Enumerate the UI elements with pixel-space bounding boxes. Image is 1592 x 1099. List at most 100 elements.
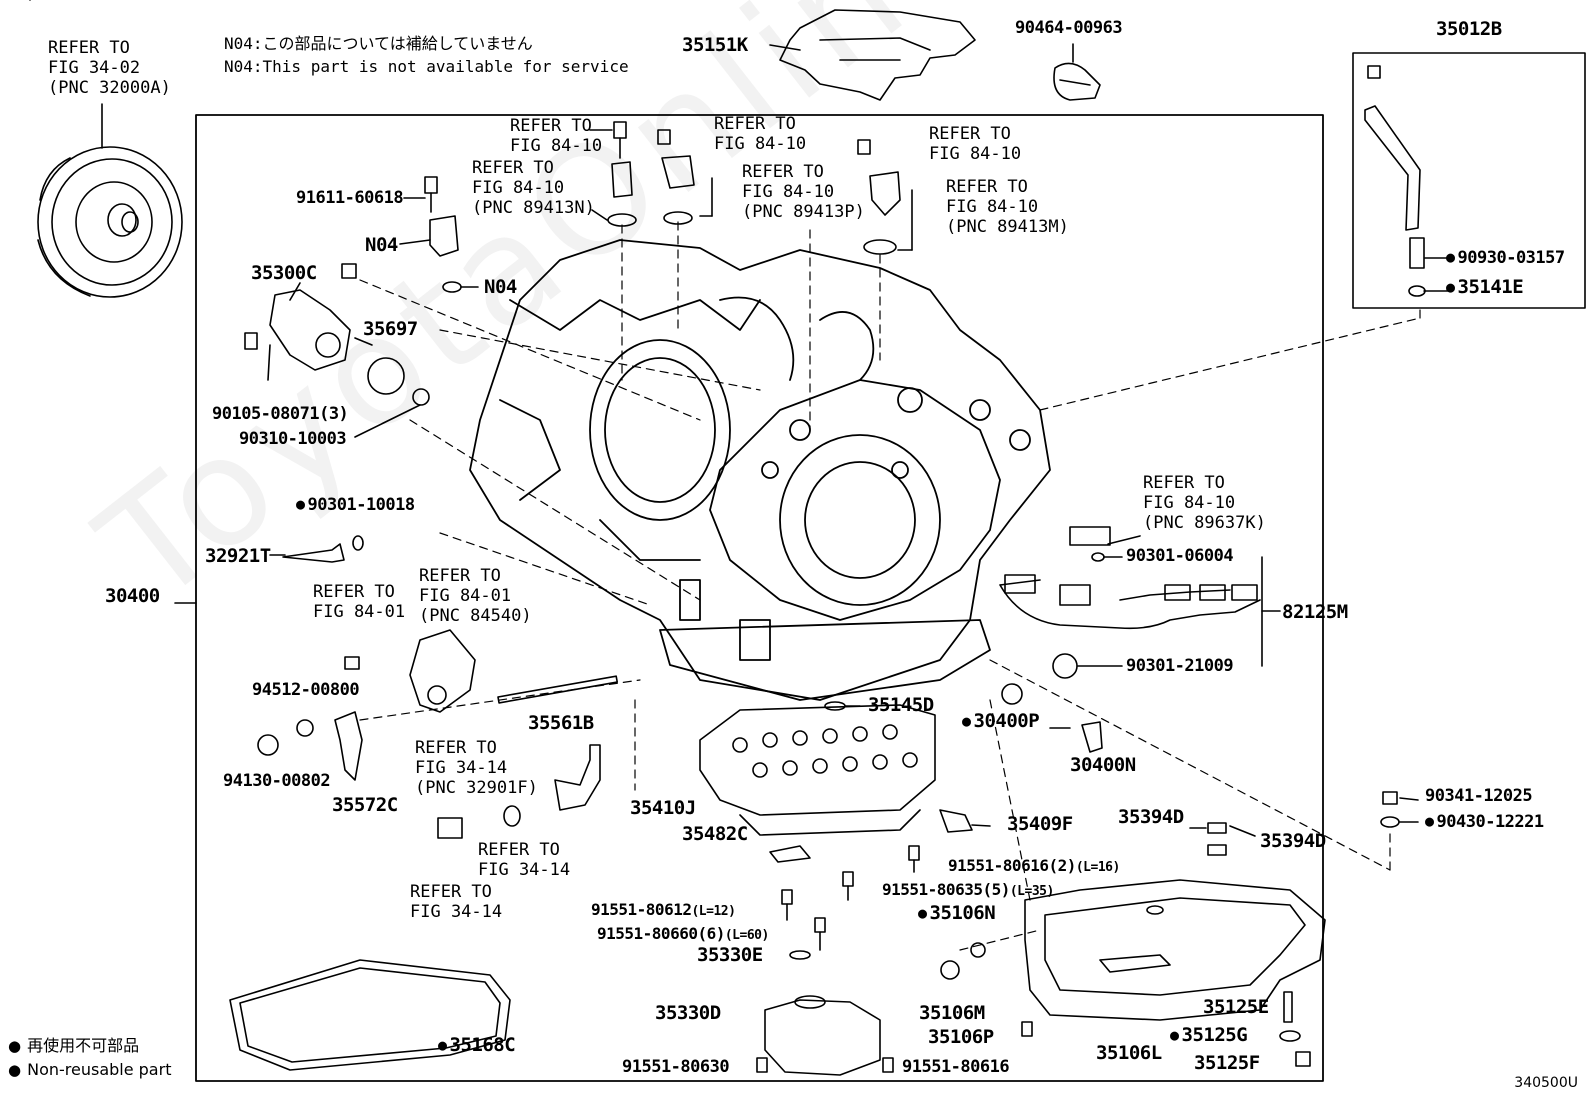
refer-fig-34-14-a[interactable]: REFER TO FIG 34-14 bbox=[478, 840, 571, 880]
part-35125f[interactable]: 35125F bbox=[1194, 1052, 1260, 1074]
part-35394d-b[interactable]: 35394D bbox=[1260, 830, 1326, 852]
refer-fig-34-02[interactable]: REFER TO FIG 34-02 (PNC 32000A) bbox=[48, 38, 171, 98]
dashed-assembly-lines bbox=[359, 221, 1421, 951]
legend: ● 再使用不可部品 ● Non-reusable part bbox=[8, 1034, 171, 1082]
refer-fig-84-10-89637k[interactable]: REFER TO FIG 84-10 (PNC 89637K) bbox=[1143, 473, 1266, 533]
part-90105-08071[interactable]: 90105-08071(3) bbox=[212, 404, 349, 424]
valve-body-35410j-drawing bbox=[699, 704, 936, 836]
part-35125g[interactable]: 35125G bbox=[1170, 1024, 1248, 1046]
part-94130-00802[interactable]: 94130-00802 bbox=[223, 771, 331, 791]
part-n04-b[interactable]: N04 bbox=[484, 276, 517, 298]
part-35561b[interactable]: 35561B bbox=[528, 712, 594, 734]
part-35151k[interactable]: 35151K bbox=[682, 34, 748, 56]
part-32921t[interactable]: 32921T bbox=[205, 545, 271, 567]
part-30400[interactable]: 30400 bbox=[105, 585, 160, 607]
solenoid-35300c-drawing bbox=[244, 263, 430, 406]
legend-jp: ● 再使用不可部品 bbox=[8, 1034, 171, 1058]
part-35330e[interactable]: 35330E bbox=[697, 944, 763, 966]
part-35394d-a[interactable]: 35394D bbox=[1118, 806, 1184, 828]
part-35012b[interactable]: 35012B bbox=[1436, 18, 1502, 40]
legend-en: ● Non-reusable part bbox=[8, 1058, 171, 1082]
part-35409f[interactable]: 35409F bbox=[1007, 813, 1073, 835]
part-91551-80612[interactable]: 91551-80612(L=12) bbox=[591, 900, 736, 919]
part-35145d[interactable]: 35145D bbox=[868, 694, 934, 716]
shaft-35561b bbox=[497, 675, 619, 704]
part-35141e[interactable]: 35141E bbox=[1446, 276, 1524, 298]
speed-sensors-drawing bbox=[424, 121, 901, 257]
part-82125m[interactable]: 82125M bbox=[1282, 601, 1348, 623]
neutral-switch-drawing bbox=[409, 629, 476, 713]
refer-fig-34-14-b[interactable]: REFER TO FIG 34-14 bbox=[410, 882, 503, 922]
refer-fig-84-10-a[interactable]: REFER TO FIG 84-10 bbox=[510, 116, 603, 156]
clip-90464-drawing bbox=[1053, 62, 1101, 101]
refer-fig-84-10-89413n[interactable]: REFER TO FIG 84-10 (PNC 89413N) bbox=[472, 158, 595, 218]
refer-fig-84-10-89413m[interactable]: REFER TO FIG 84-10 (PNC 89413M) bbox=[946, 177, 1069, 237]
part-30400p[interactable]: 30400P bbox=[962, 710, 1040, 732]
part-35125e[interactable]: 35125E bbox=[1203, 996, 1269, 1018]
refer-fig-34-14-32901f[interactable]: REFER TO FIG 34-14 (PNC 32901F) bbox=[415, 738, 538, 798]
part-90930-03157[interactable]: 90930-03157 bbox=[1446, 248, 1566, 268]
length-91551-80635-5: (L=35) bbox=[1009, 884, 1054, 899]
plate-35482c bbox=[769, 845, 811, 863]
torque-converter-drawing bbox=[37, 103, 183, 298]
part-91551-80635-5[interactable]: 91551-80635(5)(L=35) bbox=[882, 880, 1054, 899]
part-number-91551-80616-2: 91551-80616(2) bbox=[948, 856, 1076, 875]
part-90430-12221[interactable]: 90430-12221 bbox=[1425, 812, 1545, 832]
part-35106m[interactable]: 35106M bbox=[919, 1002, 985, 1024]
oil-pan-35106l-drawing bbox=[1024, 879, 1326, 1021]
bolts-drawing bbox=[756, 845, 1311, 1073]
refer-fig-84-01-84540[interactable]: REFER TO FIG 84-01 (PNC 84540) bbox=[419, 566, 532, 626]
length-91551-80612: (L=12) bbox=[691, 904, 736, 919]
inset-frame-35012b bbox=[1352, 52, 1586, 309]
part-94512-00800[interactable]: 94512-00800 bbox=[252, 680, 360, 700]
length-91551-80660-6: (L=60) bbox=[724, 928, 769, 943]
refer-fig-84-10-b[interactable]: REFER TO FIG 84-10 bbox=[714, 114, 807, 154]
part-35330d[interactable]: 35330D bbox=[655, 1002, 721, 1024]
part-35106l[interactable]: 35106L bbox=[1096, 1042, 1162, 1064]
note-english: N04:This part is not available for servi… bbox=[224, 57, 629, 76]
part-90301-06004[interactable]: 90301-06004 bbox=[1126, 546, 1234, 566]
note-japanese: N04:この部品については補給していません bbox=[224, 34, 533, 53]
legend-jp-text: 再使用不可部品 bbox=[27, 1036, 140, 1055]
bullet-icon: ● bbox=[8, 1061, 22, 1079]
plug-32921t bbox=[282, 543, 345, 563]
transaxle-case-drawing bbox=[469, 239, 1051, 701]
bullet-icon: ● bbox=[8, 1037, 22, 1055]
part-35572c[interactable]: 35572C bbox=[332, 794, 398, 816]
part-91551-80630[interactable]: 91551-80630 bbox=[622, 1057, 730, 1077]
refer-fig-84-01-a[interactable]: REFER TO FIG 84-01 bbox=[313, 582, 406, 622]
part-90341-12025[interactable]: 90341-12025 bbox=[1425, 786, 1533, 806]
pipe-32901f bbox=[554, 744, 601, 811]
part-35410j[interactable]: 35410J bbox=[630, 797, 696, 819]
part-number-91551-80612: 91551-80612 bbox=[591, 900, 692, 919]
lever-35572c bbox=[334, 711, 363, 781]
part-35168c[interactable]: 35168C bbox=[438, 1034, 516, 1056]
part-90310-10003[interactable]: 90310-10003 bbox=[239, 429, 347, 449]
part-35482c[interactable]: 35482C bbox=[682, 823, 748, 845]
part-91611-60618[interactable]: 91611-60618 bbox=[296, 188, 404, 208]
part-35106p[interactable]: 35106P bbox=[928, 1026, 994, 1048]
oring-90301-10018 bbox=[352, 535, 364, 551]
length-91551-80616-2: (L=16) bbox=[1075, 860, 1120, 875]
part-35106n[interactable]: 35106N bbox=[918, 902, 996, 924]
part-35697[interactable]: 35697 bbox=[363, 318, 418, 340]
part-90464-00963[interactable]: 90464-00963 bbox=[1015, 18, 1123, 38]
harness-82125m-drawing bbox=[999, 579, 1261, 630]
part-number-91551-80660-6: 91551-80660(6) bbox=[597, 924, 725, 943]
part-30400n[interactable]: 30400N bbox=[1070, 754, 1136, 776]
detent-35409f bbox=[939, 809, 973, 833]
part-91551-80660-6[interactable]: 91551-80660(6)(L=60) bbox=[597, 924, 769, 943]
refer-fig-84-10-c[interactable]: REFER TO FIG 84-10 bbox=[929, 124, 1022, 164]
part-91551-80616-2[interactable]: 91551-80616(2)(L=16) bbox=[948, 856, 1120, 875]
diagram-code: 340500U bbox=[1514, 1075, 1578, 1091]
part-number-91551-80635-5: 91551-80635(5) bbox=[882, 880, 1010, 899]
part-90301-10018[interactable]: 90301-10018 bbox=[296, 495, 416, 515]
oring-n04 bbox=[442, 281, 462, 293]
part-n04-a[interactable]: N04 bbox=[365, 234, 398, 256]
refer-fig-84-10-89413p[interactable]: REFER TO FIG 84-10 (PNC 89413P) bbox=[742, 162, 865, 222]
legend-en-text: Non-reusable part bbox=[27, 1060, 172, 1079]
part-35300c[interactable]: 35300C bbox=[251, 262, 317, 284]
part-90301-21009[interactable]: 90301-21009 bbox=[1126, 656, 1234, 676]
part-91551-80616[interactable]: 91551-80616 bbox=[902, 1057, 1010, 1077]
